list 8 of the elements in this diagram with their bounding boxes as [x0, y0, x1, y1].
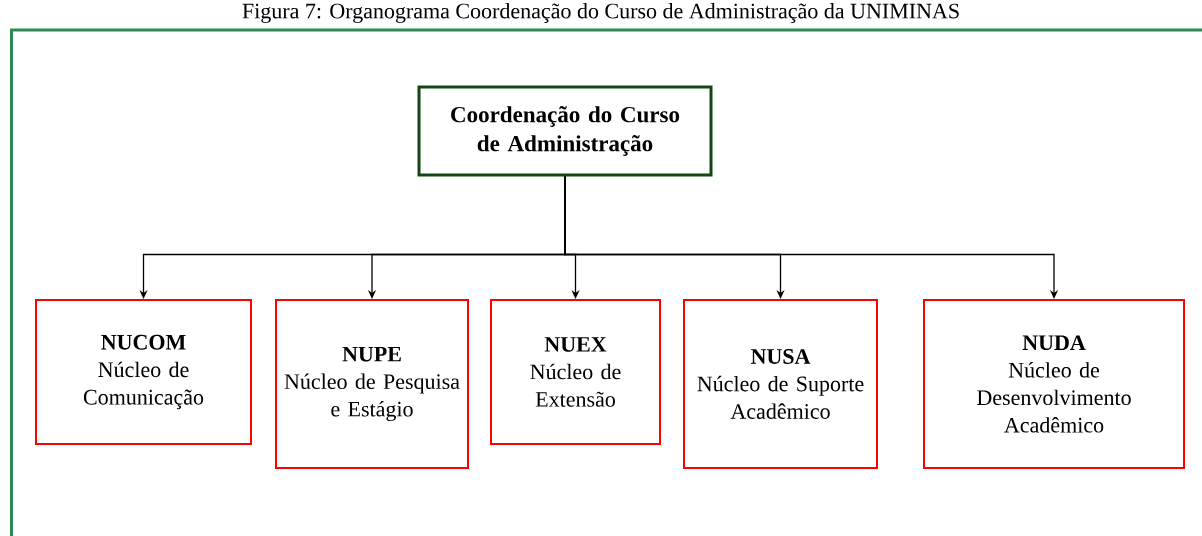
department-box: NUEX Núcleo de Extensão	[490, 299, 661, 445]
department-box: NUSA Núcleo de Suporte Acadêmico	[683, 299, 878, 469]
department-box: NUPE Núcleo de Pesquisa e Estágio	[275, 299, 469, 469]
department-box: NUCOM Núcleo de Comunicação	[35, 299, 252, 445]
figure-title: Figura 7: Organograma Coordenação do Curso de Administração da UNIMINAS	[242, 3, 959, 23]
department-box: NUDA Núcleo de Desenvolvimento Acadêmico	[923, 299, 1185, 469]
connector-arrow	[564, 175, 1059, 299]
coordination-box: Coordenação do Curso de Administração	[417, 85, 713, 177]
